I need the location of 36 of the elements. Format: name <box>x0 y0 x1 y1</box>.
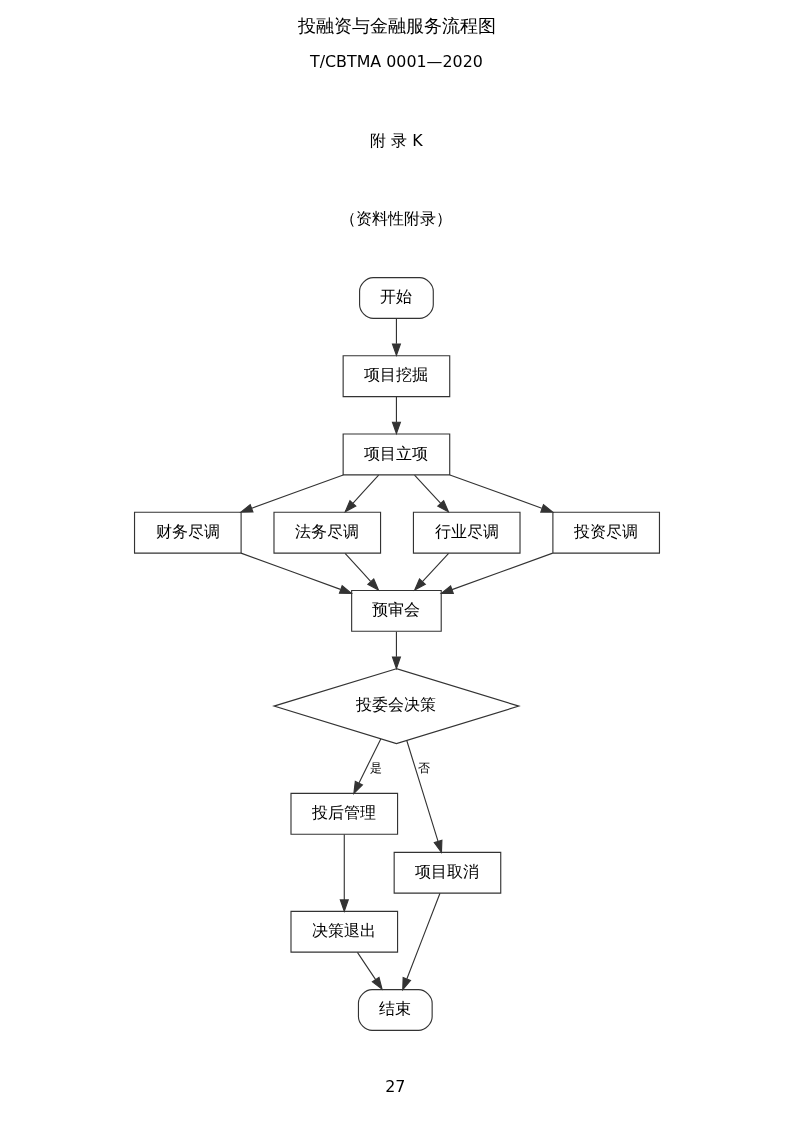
node-box: 项目取消 <box>393 851 501 894</box>
arrow <box>339 834 349 913</box>
node-box: 决策退出 <box>289 910 398 953</box>
node-box: 结束 <box>357 989 433 1031</box>
node-box: 财务尽调 <box>133 511 242 554</box>
label: （资料性附录） <box>339 208 452 228</box>
arrow <box>405 739 442 854</box>
node-box: 行业尽调 <box>412 511 521 554</box>
diagram-title: 投融资与金融服务流程图 <box>297 15 496 37</box>
arrow <box>391 631 401 671</box>
label: 附 录 K <box>369 130 423 150</box>
arrow <box>238 474 344 513</box>
arrow <box>439 552 553 595</box>
node-box: 法务尽调 <box>272 511 381 554</box>
node-box: 项目立项 <box>342 433 450 476</box>
node-box: 开始 <box>358 277 434 319</box>
node-diamond: 投委会决策 <box>271 668 521 745</box>
node-box: 投后管理 <box>289 792 398 835</box>
arrow <box>352 738 381 795</box>
node-box: 投资尽调 <box>551 511 660 554</box>
label: T/CBTMA 0001—2020 <box>309 52 483 72</box>
arrow <box>401 892 441 992</box>
node-box: 项目挖掘 <box>342 355 450 398</box>
label: 27 <box>384 1077 405 1097</box>
arrow <box>391 396 401 436</box>
arrow <box>413 552 449 592</box>
arrow <box>239 552 353 594</box>
edge-label: 否 <box>417 759 430 775</box>
arrow <box>344 552 380 592</box>
arrow <box>413 474 450 513</box>
arrow <box>356 951 383 991</box>
node-box: 预审会 <box>350 589 442 632</box>
arrow <box>343 474 379 514</box>
arrow <box>391 318 401 357</box>
arrow <box>448 474 554 513</box>
edge-label: 是 <box>369 759 382 775</box>
